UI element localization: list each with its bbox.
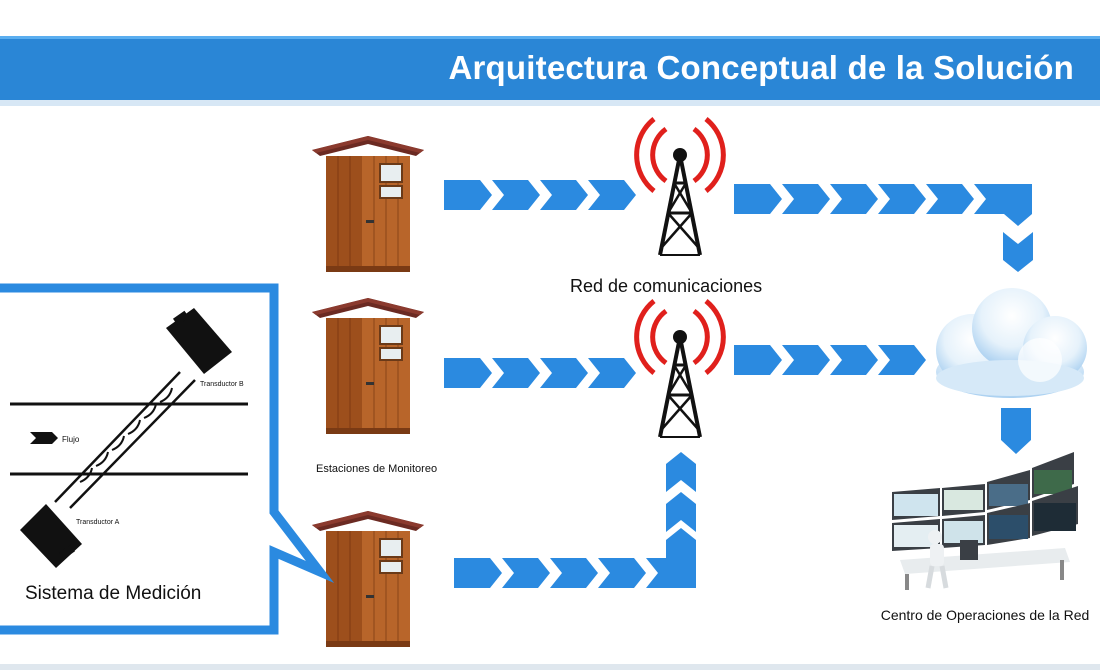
measurement-label: Sistema de Medición [25,583,202,604]
title-underline [0,100,1100,106]
measurement-panel: Flujo Transductor B Transductor A [0,283,335,635]
transducer-a-label: Transductor A [76,519,120,526]
shed-icon [311,297,425,435]
transducer-icon [20,504,82,568]
cloud-icon [936,288,1087,398]
transducer-b-label: Transductor B [200,381,244,388]
shed-icon [311,135,425,273]
stations-label: Estaciones de Monitoreo [316,463,438,475]
title-bar: Arquitectura Conceptual de la Solución [0,36,1100,100]
arrow-chevrons [444,358,636,388]
flow-label: Flujo [62,435,80,444]
antenna-tower-icon [637,301,724,437]
sound-wave-arcs [79,387,173,483]
arrow-chevrons [444,180,636,210]
arrow-chevrons [1001,408,1031,454]
arrow-chevrons [454,452,696,588]
antenna-tower-icon [637,119,724,255]
control-room-icon [892,452,1078,590]
noc-label: Centro de Operaciones de la Red [880,607,1090,623]
transducer-icon [166,308,232,374]
arrow-chevrons [734,184,1033,272]
bottom-strip [0,664,1100,670]
network-label: Red de comunicaciones [570,276,763,296]
arrow-chevrons [734,345,926,375]
transducer-body [54,371,196,509]
page-title: Arquitectura Conceptual de la Solución [448,49,1074,86]
